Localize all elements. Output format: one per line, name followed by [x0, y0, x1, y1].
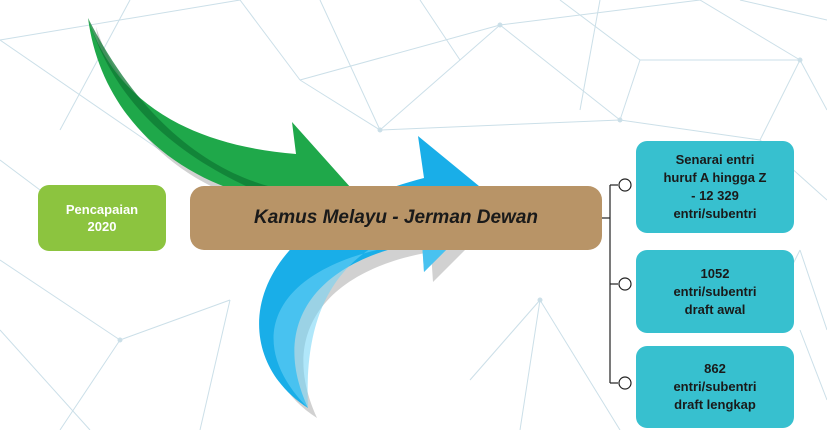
entri-box-senarai: Senarai entri huruf A hingga Z - 12 329 …	[636, 141, 794, 233]
connector-node-2	[618, 277, 632, 291]
connector-node-3	[618, 376, 632, 390]
kamus-title-label: Kamus Melayu - Jerman Dewan	[253, 207, 539, 228]
entri-box-draft-lengkap: 862 entri/subentri draft lengkap	[636, 346, 794, 428]
kamus-title-box: Kamus Melayu - Jerman Dewan	[190, 186, 602, 250]
entri-senarai-label: Senarai entri huruf A hingga Z - 12 329 …	[663, 152, 767, 221]
pencapaian-box: Pencapaian 2020	[38, 185, 166, 251]
connector-node-1	[618, 178, 632, 192]
entri-draft-awal-label: 1052 entri/subentri draft awal	[673, 265, 757, 317]
entri-box-draft-awal: 1052 entri/subentri draft awal	[636, 250, 794, 333]
entri-draft-lengkap-label: 862 entri/subentri draft lengkap	[673, 361, 757, 412]
bracket-connector	[602, 178, 632, 390]
pencapaian-label: Pencapaian 2020	[65, 202, 139, 234]
